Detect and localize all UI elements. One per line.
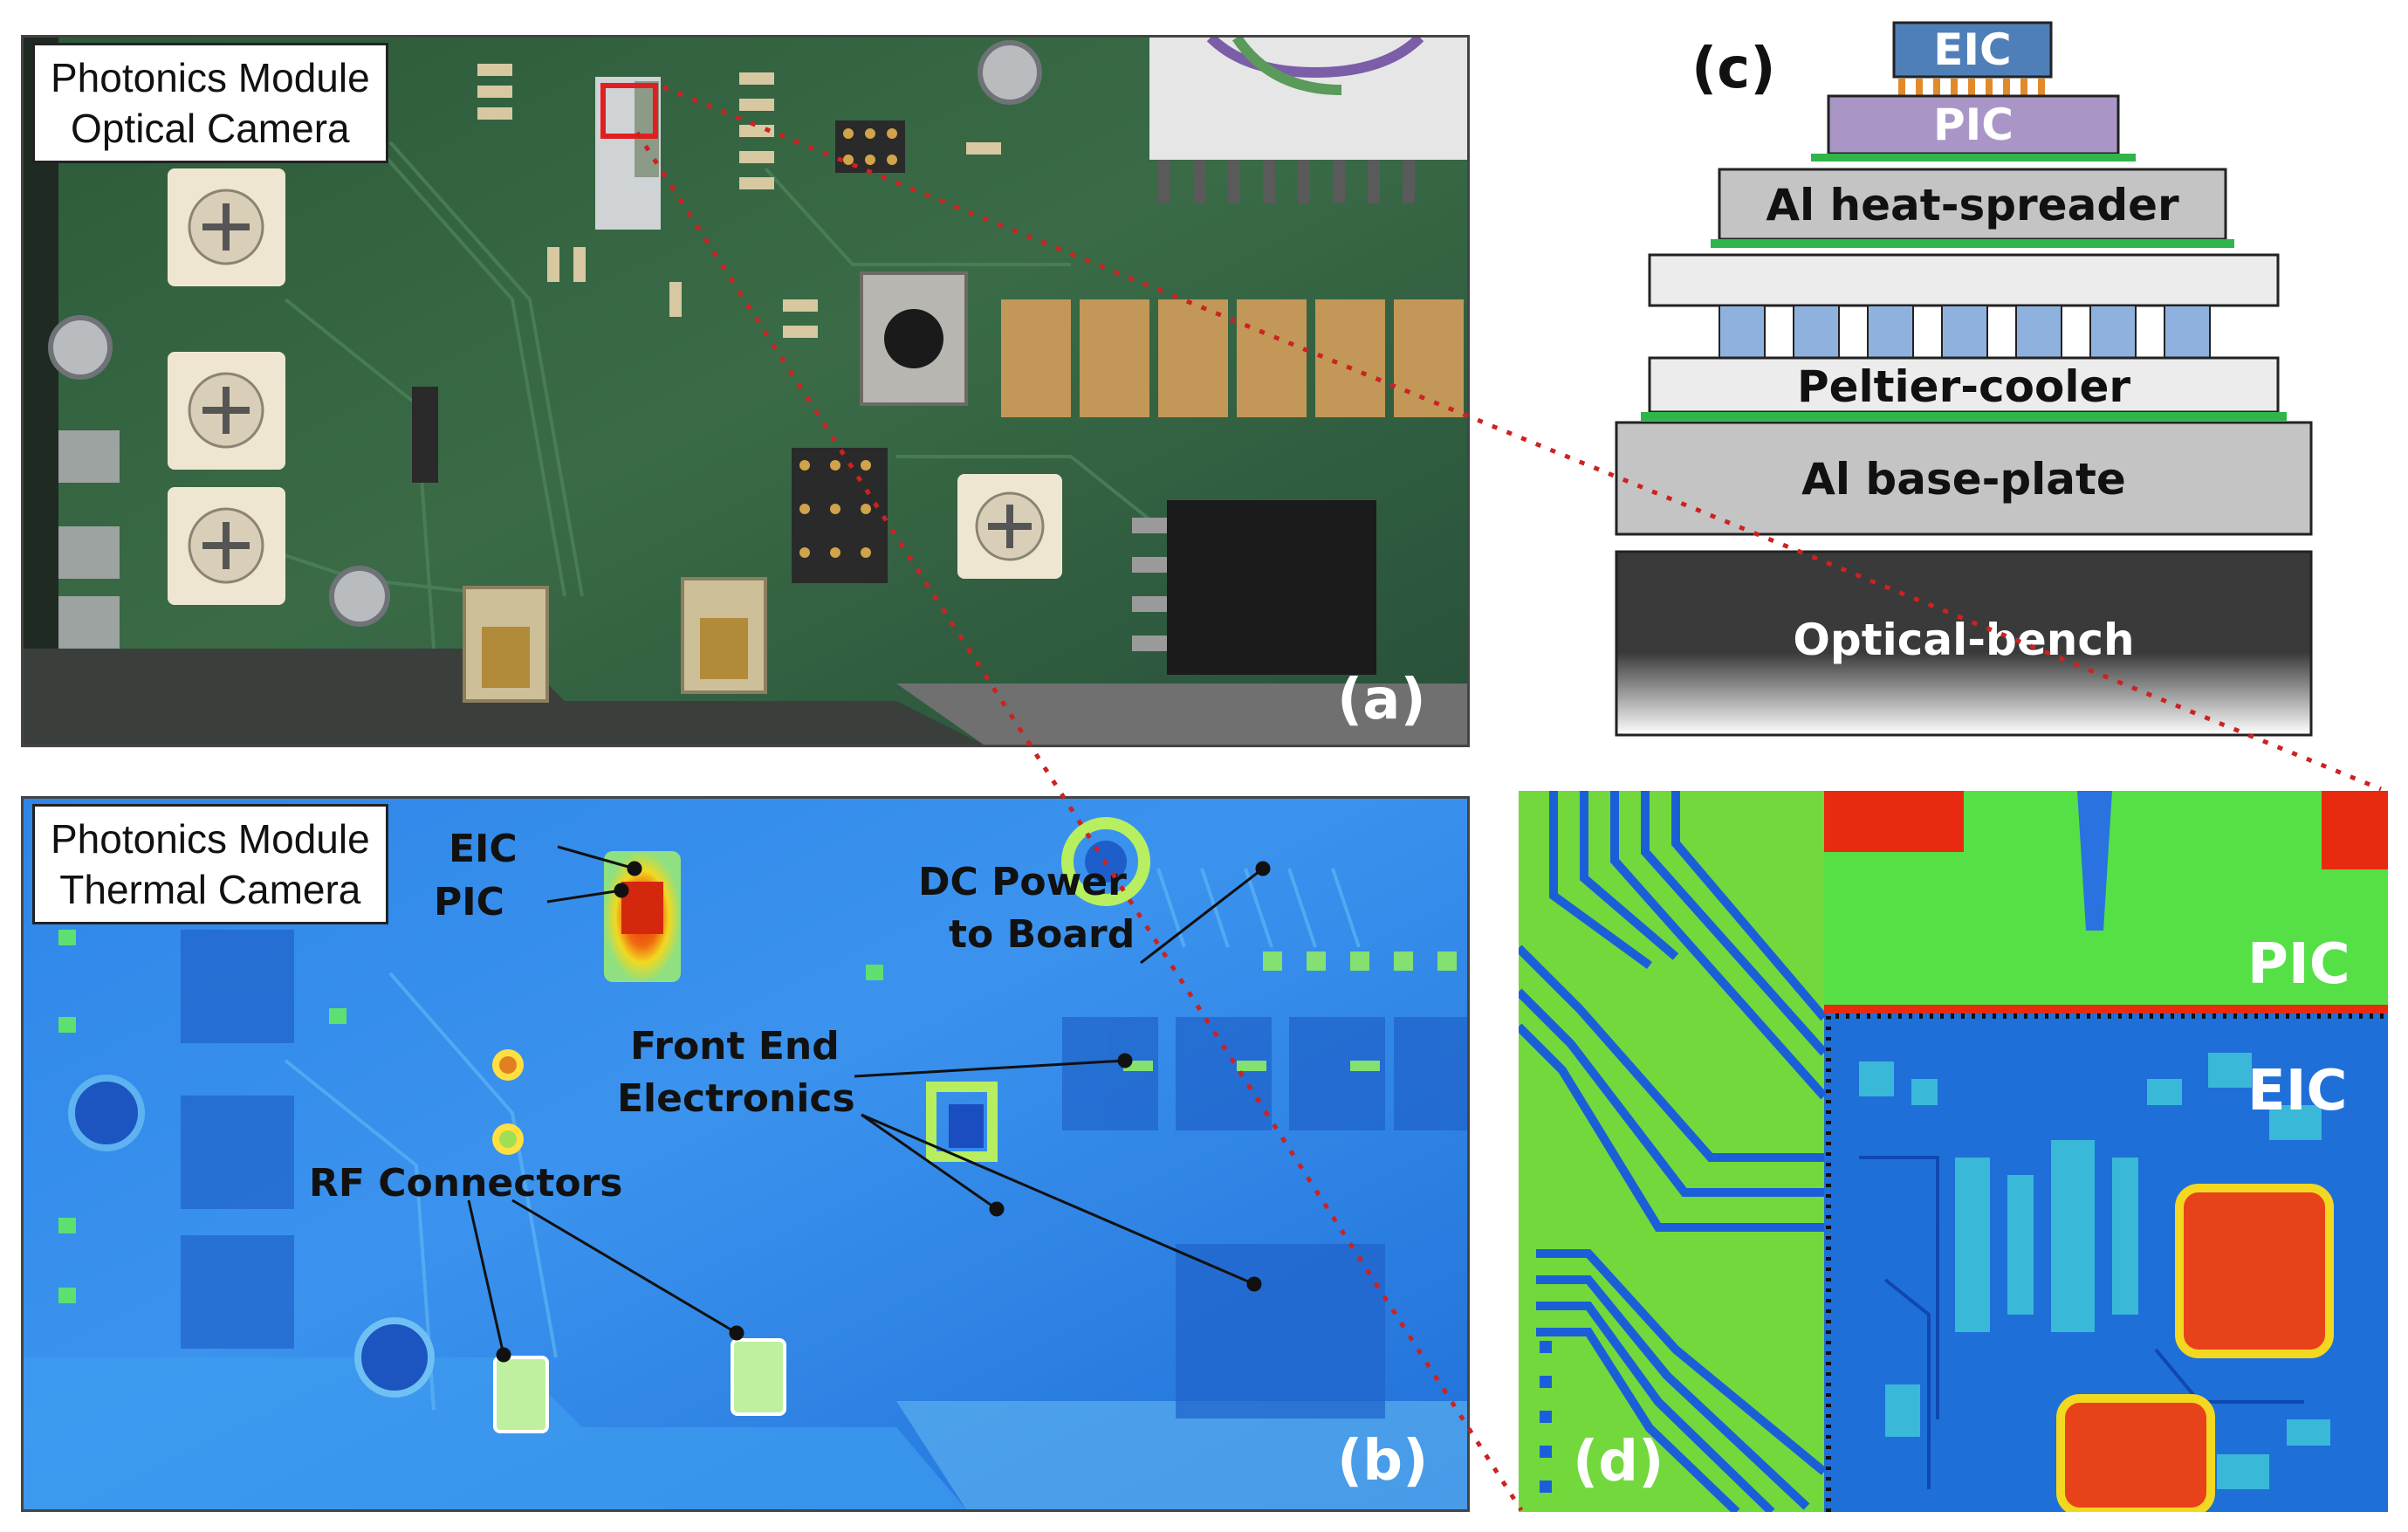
panel-a-label: (a) xyxy=(1337,668,1426,732)
layer-peltier-label: Peltier-cooler xyxy=(1797,361,2130,412)
zoomed-thermal-image: PIC EIC (d) xyxy=(1519,791,2388,1512)
panel-c-label: (c) xyxy=(1691,37,1775,101)
panel-c-layer-stack: (c) EIC PIC Al heat-spreader Peltier-coo… xyxy=(1606,17,2330,751)
layer-eic xyxy=(1892,21,2053,79)
chip-highlight-box xyxy=(600,83,658,139)
panel-b-thermal-image: EIC PIC DC Power to Board Front End Elec… xyxy=(21,796,1470,1512)
layer-optical-bench-label: Optical-bench xyxy=(1793,615,2134,665)
optical-camera-label-line2: Optical Camera xyxy=(71,106,350,151)
annotation-eic: EIC xyxy=(449,827,518,871)
bump-bonds xyxy=(1898,79,2045,96)
optical-camera-label: Photonics Module Optical Camera xyxy=(32,43,388,163)
thermal-camera-label: Photonics Module Thermal Camera xyxy=(32,804,388,924)
optical-camera-label-line1: Photonics Module xyxy=(51,55,370,100)
annotation-front-end-line2: Electronics xyxy=(617,1076,855,1121)
stack-diagram: (c) EIC PIC Al heat-spreader Peltier-coo… xyxy=(1615,21,2313,737)
waveguide-traces xyxy=(1519,791,1828,1512)
panel-d-zoomed-thermal: PIC EIC (d) xyxy=(1519,791,2388,1512)
peltier-elements xyxy=(1719,305,2211,359)
peltier-top-plate xyxy=(1648,253,2280,307)
annotation-rf-connectors: RF Connectors xyxy=(309,1161,623,1206)
eic-boundary xyxy=(1826,1013,2388,1512)
annotation-dc-power-line1: DC Power xyxy=(918,860,1127,904)
annotation-pic: PIC xyxy=(434,880,504,924)
thermal-camera-label-line2: Thermal Camera xyxy=(59,867,361,912)
annotation-dc-power-line2: to Board xyxy=(949,912,1135,957)
layer-eic-label: EIC xyxy=(1933,24,2011,75)
panel-d-pic-label: PIC xyxy=(2247,932,2350,997)
panel-a-optical-image: (a) Photonics Module Optical Camera xyxy=(21,35,1470,747)
panel-d-eic-label: EIC xyxy=(2247,1059,2348,1123)
eic-hot-block-1 xyxy=(2175,1184,2334,1358)
eic-hot-block-2 xyxy=(2056,1394,2215,1512)
annotation-front-end-line1: Front End xyxy=(630,1024,840,1068)
layer-pic-label: PIC xyxy=(1933,100,2014,150)
thermal-camera-label-line1: Photonics Module xyxy=(51,816,370,862)
layer-base-plate-label: Al base-plate xyxy=(1801,454,2126,505)
layer-heat-spreader-label: Al heat-spreader xyxy=(1766,180,2179,230)
panel-d-label: (d) xyxy=(1573,1430,1664,1494)
panel-b-label: (b) xyxy=(1337,1429,1428,1494)
